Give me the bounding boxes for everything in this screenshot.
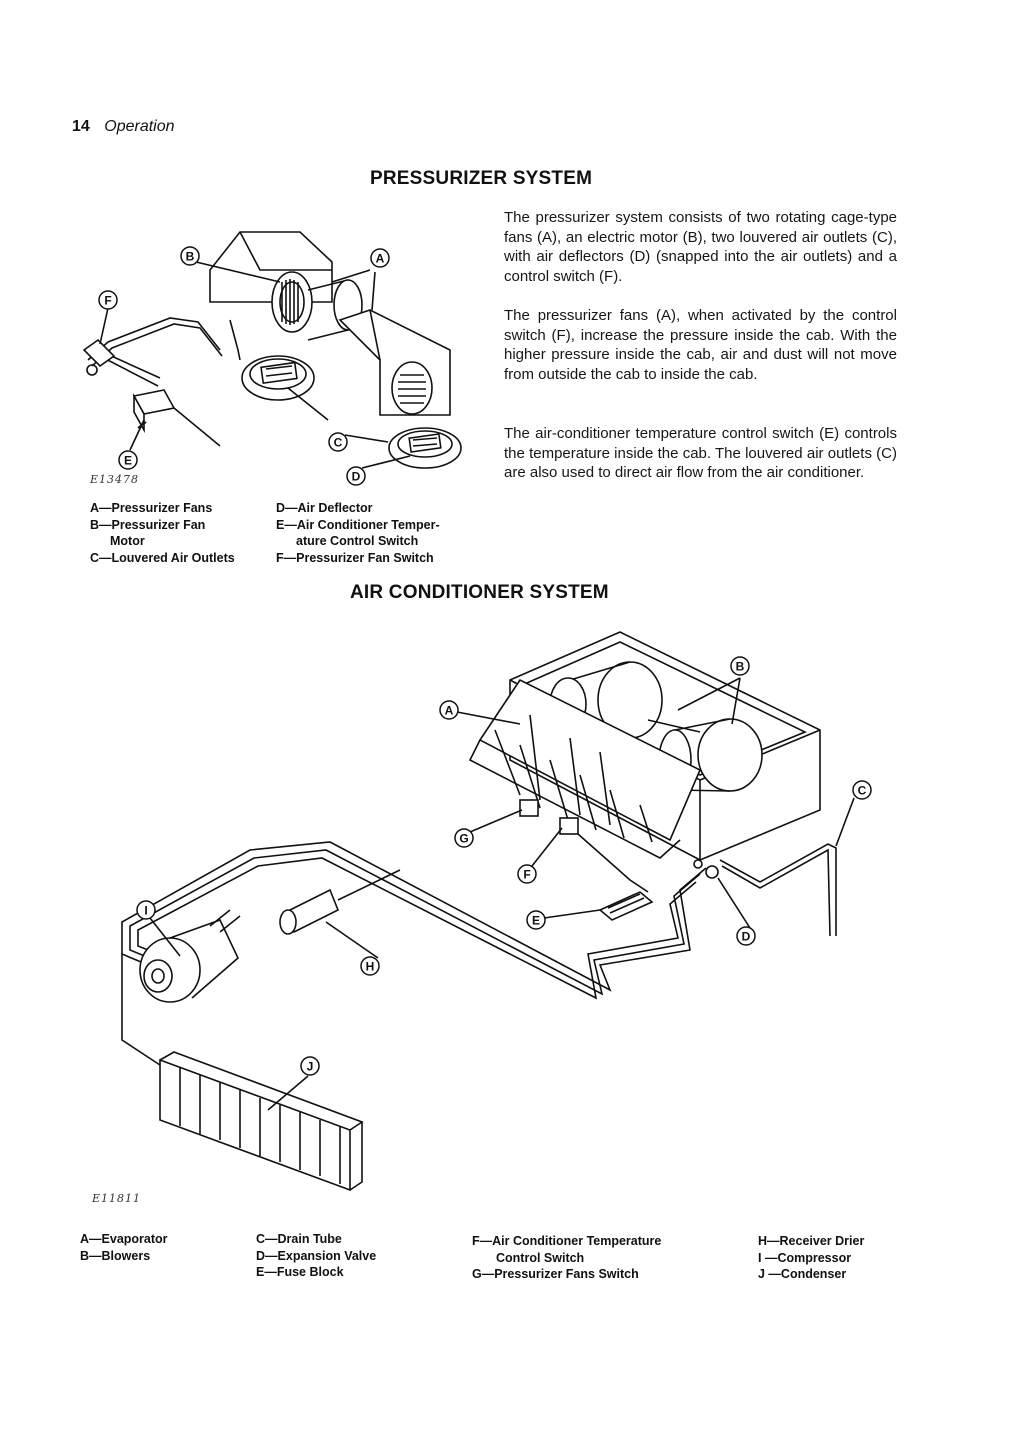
ac-figure-id: E11811 (92, 1192, 142, 1205)
ac-callout-a: A (445, 704, 454, 718)
air-conditioner-heading: AIR CONDITIONER SYSTEM (350, 582, 609, 603)
ac-callout-j: J (307, 1060, 314, 1074)
ac-legend-col3: F—Air Conditioner Temperature Control Sw… (472, 1233, 661, 1283)
pressurizer-paragraph-2: The pressurizer fans (A), when activated… (504, 307, 897, 383)
legend-item: F—Air Conditioner Temperature (472, 1234, 662, 1248)
section-title: Operation (104, 118, 175, 135)
callout-a: A (376, 252, 385, 266)
legend-item: H—Receiver Drier (758, 1234, 865, 1248)
legend-item: Control Switch (496, 1250, 585, 1265)
legend-item: A—Pressurizer Fans (90, 501, 213, 515)
legend-item: A—Evaporator (80, 1232, 168, 1246)
legend-item: J —Condenser (758, 1267, 847, 1281)
ac-legend-col2: C—Drain Tube D—Expansion Valve E—Fuse Bl… (256, 1231, 376, 1281)
legend-item: D—Air Deflector (276, 501, 373, 515)
legend-item: D—Expansion Valve (256, 1248, 377, 1263)
ac-callout-g: G (459, 832, 468, 846)
ac-callout-b: B (736, 660, 745, 674)
legend-item: Motor (110, 534, 145, 548)
pressurizer-paragraph-1: The pressurizer system consists of two r… (504, 209, 897, 285)
ac-callout-h: H (366, 960, 375, 974)
callout-b: B (186, 250, 195, 264)
pressurizer-figure-id: E13478 (90, 473, 140, 486)
pressurizer-heading: PRESSURIZER SYSTEM (370, 168, 593, 189)
pressurizer-legend-col2: D—Air Deflector E—Air Conditioner Temper… (276, 500, 440, 566)
callout-c: C (334, 436, 343, 450)
pressurizer-paragraph-3: The air-conditioner temperature control … (504, 425, 897, 482)
legend-item: I —Compressor (758, 1250, 852, 1265)
ac-legend-col4: H—Receiver Drier I —Compressor J —Conden… (758, 1233, 864, 1283)
legend-item: C—Drain Tube (256, 1232, 342, 1246)
ac-callout-i: I (144, 904, 147, 918)
ac-callout-d: D (742, 930, 751, 944)
legend-item: B—Blowers (80, 1248, 151, 1263)
air-conditioner-diagram: A B C D E F G H I J (121, 631, 872, 1192)
legend-item: F—Pressurizer Fan Switch (276, 550, 434, 565)
page-header: 14 Operation (72, 118, 175, 136)
ac-callout-e: E (532, 914, 540, 928)
legend-item: E—Fuse Block (256, 1265, 344, 1279)
legend-item: B—Pressurizer Fan (90, 517, 206, 532)
ac-callout-c: C (858, 784, 867, 798)
page-number: 14 (72, 118, 90, 135)
callout-f: F (104, 294, 111, 308)
callout-d: D (352, 470, 361, 484)
pressurizer-diagram: B A F C D E (82, 231, 462, 486)
ac-callout-f: F (523, 868, 530, 882)
legend-item: ature Control Switch (296, 534, 419, 548)
pressurizer-legend-col1: A—Pressurizer Fans B—Pressurizer Fan Mot… (90, 500, 235, 566)
legend-item: C—Louvered Air Outlets (90, 550, 235, 565)
ac-legend-col1: A—Evaporator B—Blowers (80, 1231, 168, 1264)
legend-item: E—Air Conditioner Temper- (276, 517, 440, 532)
callout-e: E (124, 454, 132, 468)
legend-item: G—Pressurizer Fans Switch (472, 1267, 639, 1281)
